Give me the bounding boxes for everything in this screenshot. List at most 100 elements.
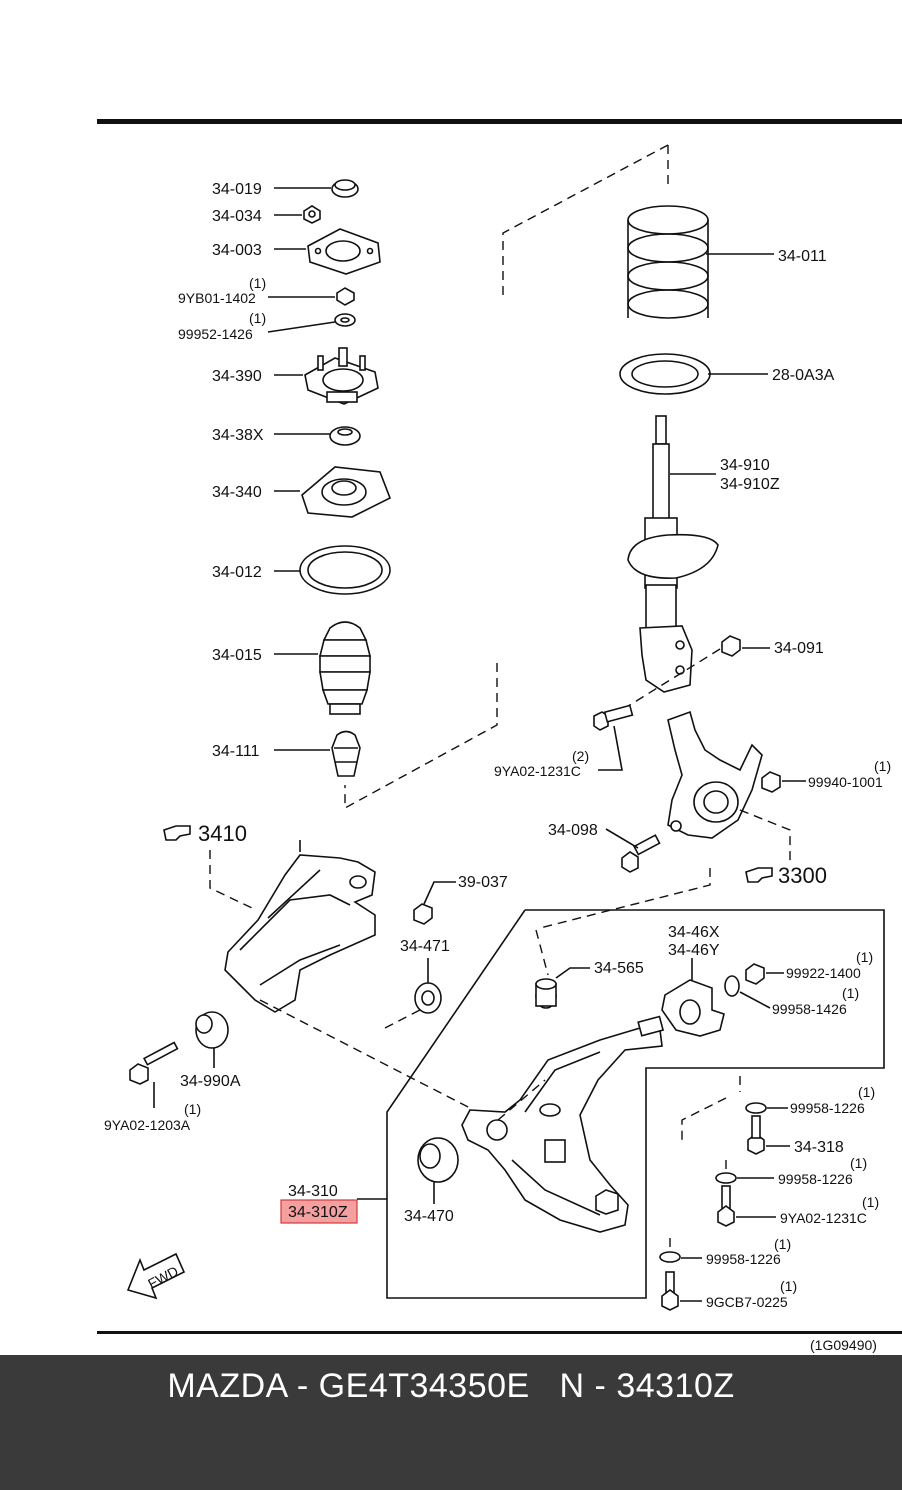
label-34-091: 34-091 [774, 640, 824, 657]
washer-99958-1226-a[interactable] [745, 1102, 767, 1114]
label-99958-1226-a: 99958-1226 [790, 1100, 865, 1116]
crossmember[interactable] [224, 840, 376, 1013]
label-99958-1226-b: 99958-1226 [778, 1171, 853, 1187]
label-34-034: 34-034 [212, 208, 262, 225]
label-34-390: 34-390 [212, 368, 262, 385]
qty-9yb01-1402: (1) [249, 275, 266, 291]
label-34-310: 34-310 [288, 1183, 338, 1200]
caption-bar: MAZDA - GE4T34350E N - 34310Z [0, 1355, 902, 1490]
qty-99922-1400: (1) [856, 949, 873, 965]
qty-9ya02-1231c-b: (1) [862, 1194, 879, 1210]
ref-3300-arrow[interactable] [745, 867, 773, 883]
bolt-34-318[interactable] [747, 1115, 765, 1155]
caption-text: MAZDA - GE4T34350E N - 34310Z [167, 1367, 735, 1405]
nut-34-034[interactable] [303, 205, 321, 224]
qty-99940-1001: (1) [874, 758, 891, 774]
bolt-34-098[interactable] [621, 834, 661, 873]
qty-99952-1426: (1) [249, 310, 266, 326]
bolt-9gcb7-0225[interactable] [661, 1271, 679, 1311]
lower-arm-34-310[interactable] [461, 1015, 665, 1233]
bushing-34-990a[interactable] [195, 1011, 229, 1049]
spring-34-011[interactable] [627, 205, 709, 319]
strut-34-910[interactable] [627, 415, 719, 693]
washer-99958-1226-b[interactable] [715, 1172, 737, 1184]
highlight-border [280, 1199, 358, 1224]
diagram-code: (1G09490) [810, 1337, 877, 1353]
boot-34-015[interactable] [318, 621, 372, 715]
qty-9ya02-1231c-a: (2) [572, 748, 589, 764]
label-34-003: 34-003 [212, 242, 262, 259]
label-9ya02-1231c-a: 9YA02-1231C [494, 763, 581, 779]
nut-34-091[interactable] [721, 635, 741, 657]
label-34-012: 34-012 [212, 564, 262, 581]
label-99958-1426: 99958-1426 [772, 1001, 847, 1017]
qty-99958-1226-a: (1) [858, 1084, 875, 1100]
qty-9ya02-1203a: (1) [184, 1101, 201, 1117]
seat-28-0a3a[interactable] [619, 353, 711, 395]
label-34-470: 34-470 [404, 1208, 454, 1225]
label-34-46x: 34-46X [668, 924, 720, 941]
bolt-9ya02-1231c-b[interactable] [717, 1185, 735, 1227]
parts-diagram-svg: FWD 34-019 34-034 34-003 (1) 9YB01-1402 … [97, 119, 902, 1353]
arm-box-outline [386, 909, 885, 1299]
label-34-471: 34-471 [400, 938, 450, 955]
label-99952-1426: 99952-1426 [178, 326, 253, 342]
seat-34-340[interactable] [301, 466, 392, 518]
label-9gcb7-0225: 9GCB7-0225 [706, 1294, 788, 1310]
label-34-318: 34-318 [794, 1139, 844, 1156]
label-34-990a: 34-990A [180, 1073, 241, 1090]
parts-diagram: FWD 34-019 34-034 34-003 (1) 9YB01-1402 … [97, 119, 902, 1353]
bushing-34-565[interactable] [535, 978, 557, 1009]
label-34-011: 34-011 [778, 248, 827, 265]
mount-34-390[interactable] [304, 347, 379, 405]
qty-99958-1426: (1) [842, 985, 859, 1001]
nut-39-037[interactable] [413, 903, 433, 925]
label-34-910: 34-910 [720, 457, 770, 474]
highlight-34-310z [281, 1200, 357, 1223]
label-34-098: 34-098 [548, 822, 598, 839]
bushing-34-38x[interactable] [329, 426, 361, 446]
label-9ya02-1231c-b: 9YA02-1231C [780, 1210, 867, 1226]
ref-3410[interactable]: 3410 [198, 821, 247, 846]
knuckle[interactable] [667, 710, 763, 839]
label-99922-1400: 99922-1400 [786, 965, 861, 981]
washer-99958-1426[interactable] [724, 975, 740, 997]
bushing-34-46x[interactable] [661, 979, 725, 1037]
bolt-9ya02-1203a[interactable] [129, 1041, 179, 1085]
label-28-0a3a: 28-0A3A [772, 367, 835, 384]
nut-9yb01-1402[interactable] [336, 287, 355, 306]
bushing-34-471[interactable] [414, 982, 442, 1014]
cap-34-019[interactable] [331, 179, 359, 198]
ref-3410-arrow[interactable] [163, 825, 191, 841]
qty-99958-1226-c: (1) [774, 1236, 791, 1252]
fwd-arrow: FWD [126, 1252, 186, 1300]
label-9ya02-1203a: 9YA02-1203A [104, 1117, 191, 1133]
washer-99952-1426[interactable] [334, 313, 356, 327]
label-34-019: 34-019 [212, 181, 262, 198]
plate-34-003[interactable] [307, 228, 381, 275]
label-9yb01-1402: 9YB01-1402 [178, 290, 256, 306]
nut-99940-1001[interactable] [761, 771, 781, 793]
label-34-38x: 34-38X [212, 427, 264, 444]
top-rule [97, 119, 902, 124]
bushing-34-470[interactable] [417, 1137, 459, 1183]
bolt-9ya02-1231c[interactable] [593, 704, 634, 731]
label-34-910z: 34-910Z [720, 476, 780, 493]
label-34-111: 34-111 [212, 743, 260, 760]
nut-99922-1400[interactable] [745, 963, 765, 985]
label-99958-1226-c: 99958-1226 [706, 1251, 781, 1267]
ref-3300[interactable]: 3300 [778, 863, 827, 888]
label-34-015: 34-015 [212, 647, 262, 664]
label-39-037: 39-037 [458, 874, 508, 891]
label-34-340: 34-340 [212, 484, 262, 501]
label-34-565: 34-565 [594, 960, 644, 977]
qty-9gcb7-0225: (1) [780, 1278, 797, 1294]
label-34-310z[interactable]: 34-310Z [288, 1204, 348, 1221]
washer-99958-1226-c[interactable] [659, 1251, 681, 1263]
bumper-34-111[interactable] [331, 730, 361, 777]
label-34-46y: 34-46Y [668, 942, 720, 959]
bottom-rule [97, 1331, 902, 1334]
label-99940-1001: 99940-1001 [808, 774, 883, 790]
qty-99958-1226-b: (1) [850, 1155, 867, 1171]
ring-34-012[interactable] [299, 545, 391, 595]
